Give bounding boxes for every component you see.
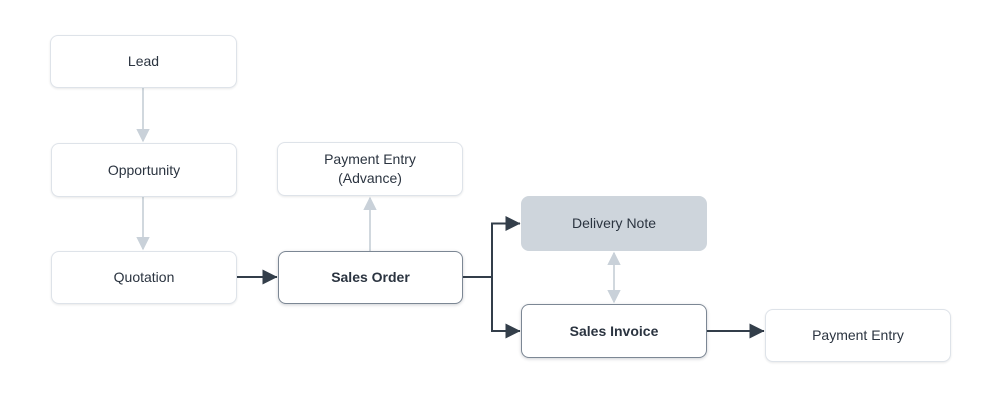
- node-sales-invoice-label: Sales Invoice: [569, 322, 659, 339]
- node-payment-entry-advance: Payment Entry (Advance): [277, 142, 463, 196]
- node-opportunity-label: Opportunity: [107, 161, 181, 178]
- node-payment-entry-label: Payment Entry: [812, 327, 904, 344]
- edge-sales-order-branch-trunk: [462, 222, 493, 332]
- node-payment-entry-advance-label: Payment Entry: [324, 151, 416, 168]
- node-quotation: Quotation: [51, 251, 237, 304]
- node-sales-order: Sales Order: [278, 251, 463, 304]
- node-opportunity: Opportunity: [51, 143, 237, 197]
- node-payment-entry: Payment Entry: [765, 309, 951, 362]
- node-quotation-label: Quotation: [113, 269, 175, 286]
- node-lead-label: Lead: [127, 53, 160, 70]
- node-delivery-note: Delivery Note: [521, 196, 707, 251]
- node-payment-entry-advance-sublabel: (Advance): [338, 170, 402, 186]
- node-delivery-note-label: Delivery Note: [571, 215, 657, 232]
- node-lead: Lead: [50, 35, 237, 88]
- node-sales-order-label: Sales Order: [331, 269, 410, 286]
- node-sales-invoice: Sales Invoice: [521, 304, 707, 358]
